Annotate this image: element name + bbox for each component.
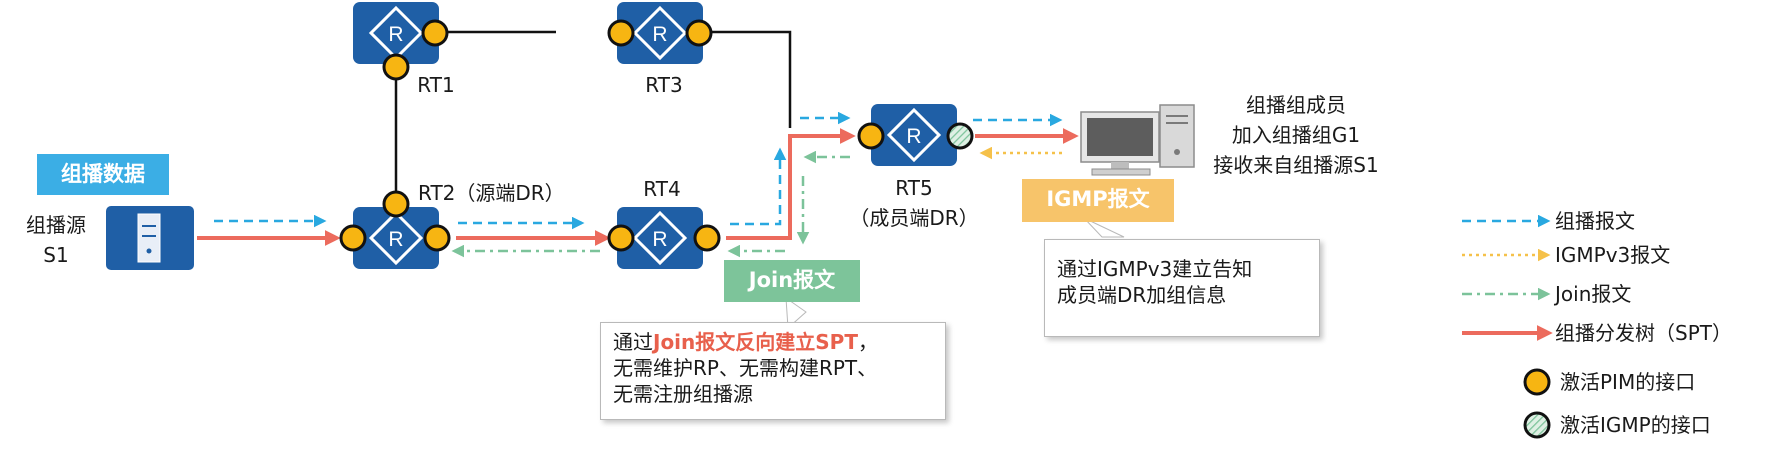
join-callout-line3: 无需注册组播源	[613, 382, 753, 406]
router-rt2: R	[339, 190, 451, 269]
router-rt3: R	[607, 2, 713, 64]
join-callout: 通过Join报文反向建立SPT， 无需维护RP、无需构建RPT、 无需注册组播源	[600, 322, 946, 420]
legend-spt-label: 组播分发树（SPT）	[1555, 321, 1732, 345]
join-packet-tag: Join报文	[724, 260, 860, 302]
svg-text:R: R	[652, 23, 667, 46]
topology-links	[394, 30, 792, 198]
igmp-packet-tag: IGMP报文	[1022, 179, 1174, 222]
multicast-data-tag: 组播数据	[37, 154, 169, 195]
legend-pim-dot	[1523, 368, 1551, 396]
spt-arrow-rt4-rt5	[726, 128, 856, 240]
igmp-callout-line1: 通过IGMPv3建立告知	[1057, 257, 1253, 281]
member-label: 组播组成员	[1246, 93, 1346, 117]
legend-multicast-label: 组播报文	[1555, 209, 1635, 233]
legend-igmp-label: IGMPv3报文	[1555, 243, 1671, 267]
legend-igmp-dot	[1523, 411, 1551, 439]
pim-interface-dot	[339, 224, 367, 252]
legend-igmp-interface-label: 激活IGMP的接口	[1560, 413, 1711, 437]
pim-interface-dot	[421, 19, 449, 47]
router-rt4: R	[607, 207, 721, 269]
svg-text:R: R	[388, 23, 403, 46]
spt-arrows	[197, 128, 1079, 246]
legend-pim-label: 激活PIM的接口	[1560, 370, 1696, 394]
join-arrows	[451, 150, 850, 258]
igmp-callout-pointer	[1083, 217, 1125, 238]
igmp-callout-line2: 成员端DR加组信息	[1057, 283, 1227, 307]
pim-interface-dot	[382, 190, 410, 218]
pim-interface-dot	[857, 122, 885, 150]
pim-interface-dot	[693, 224, 721, 252]
pim-interface-dot	[607, 19, 635, 47]
multicast-arrows	[214, 111, 1063, 230]
rt3-label: RT3	[645, 73, 683, 97]
member-join-label: 加入组播组G1	[1231, 123, 1361, 147]
join-callout-pointer	[785, 296, 807, 330]
computer-icon	[1080, 104, 1195, 176]
svg-text:R: R	[388, 228, 403, 251]
pim-interface-dot	[607, 224, 635, 252]
join-callout-line2: 无需维护RP、无需构建RPT、	[613, 356, 878, 380]
server-icon	[106, 206, 194, 270]
rt4-label: RT4	[643, 177, 681, 201]
rt5-label: RT5	[895, 176, 933, 200]
igmp-interface-dot	[946, 122, 974, 150]
router-rt5: R	[857, 104, 974, 166]
join-callout-line1: 通过Join报文反向建立SPT，	[613, 329, 933, 355]
pim-interface-dot	[382, 53, 410, 81]
member-receive-label: 接收来自组播源S1	[1213, 153, 1379, 177]
legend-join-label: Join报文	[1555, 282, 1632, 306]
svg-text:R: R	[906, 125, 921, 148]
source-id-label: S1	[43, 243, 69, 267]
multicast-arrow-rt4-up	[730, 147, 787, 226]
svg-text:R: R	[652, 228, 667, 251]
join-callout-highlight: Join报文反向建立SPT	[653, 330, 858, 354]
legend-lines	[1462, 214, 1553, 439]
router-rt1: R	[353, 2, 449, 81]
rt1-label: RT1	[417, 73, 455, 97]
pim-interface-dot	[423, 224, 451, 252]
igmp-callout: 通过IGMPv3建立告知 成员端DR加组信息	[1044, 239, 1320, 337]
rt5-role-label: （成员端DR）	[849, 206, 979, 230]
source-label: 组播源	[26, 213, 86, 237]
join-callout-suffix: ，	[857, 330, 878, 354]
pim-interface-dot	[685, 19, 713, 47]
join-callout-prefix: 通过	[613, 330, 653, 354]
rt2-label: RT2（源端DR）	[418, 181, 565, 205]
